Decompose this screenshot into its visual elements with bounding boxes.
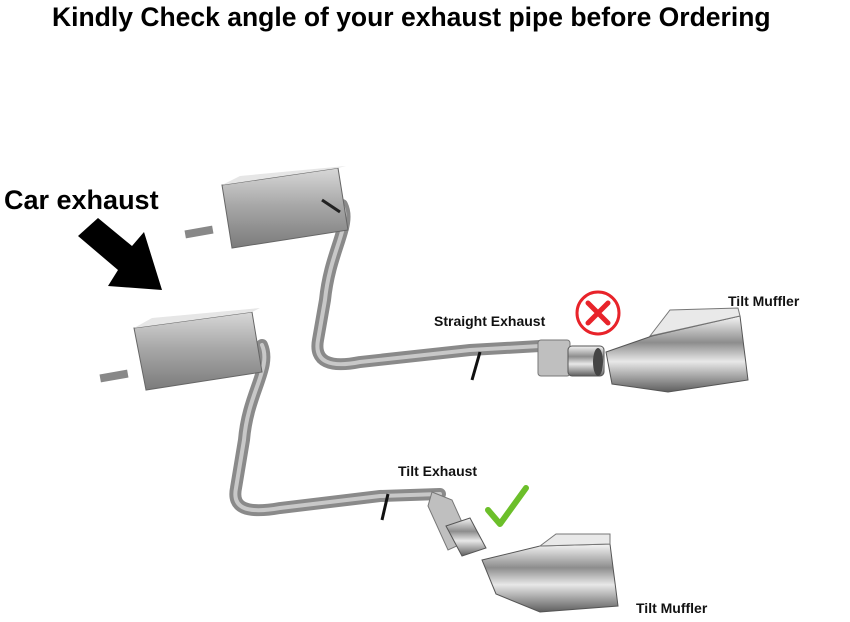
tilt-muffler-label-bottom: Tilt Muffler: [636, 600, 708, 616]
car-exhaust-callout: Car exhaust: [4, 185, 159, 215]
tilt-muffler-label-top: Tilt Muffler: [728, 293, 800, 309]
correct-check-icon: [485, 485, 529, 527]
wrong-x-icon: [575, 290, 621, 336]
tilt-exhaust-label: Tilt Exhaust: [398, 463, 478, 479]
bottom-exhaust-system: [99, 308, 619, 613]
headline: Kindly Check angle of your exhaust pipe …: [52, 2, 771, 32]
straight-exhaust-label: Straight Exhaust: [434, 313, 546, 329]
pointer-arrow-icon: [78, 218, 162, 290]
top-exhaust-system: [184, 166, 749, 393]
